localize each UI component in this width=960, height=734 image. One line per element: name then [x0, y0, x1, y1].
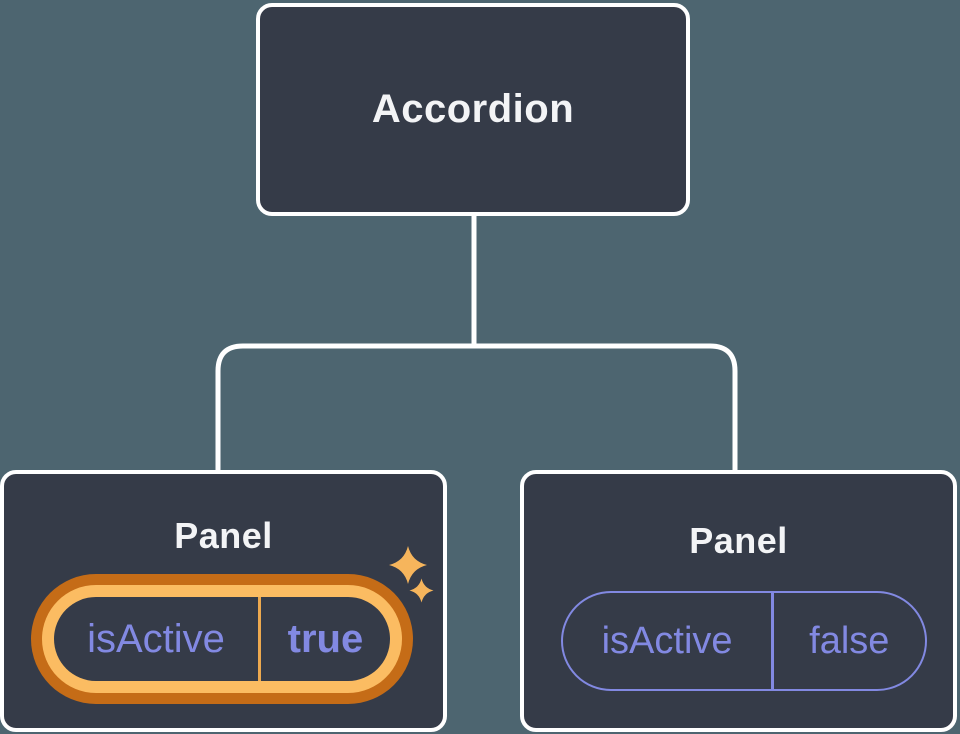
connector-bracket — [215, 343, 738, 472]
state-pill-active-body: isActive true — [54, 597, 390, 681]
state-value-label: false — [809, 619, 890, 662]
state-value-label: true — [287, 616, 364, 661]
pill-divider — [257, 597, 261, 681]
state-pill-inactive: isActive false — [561, 591, 927, 691]
state-key-label: isActive — [87, 616, 225, 661]
state-key-label: isActive — [601, 619, 733, 662]
state-pill-active-ring: isActive true — [42, 585, 402, 693]
panel-inactive-label: Panel — [689, 520, 788, 561]
accordion-node: Accordion — [256, 3, 690, 216]
panel-active-label: Panel — [174, 515, 273, 556]
panel-node-inactive: Panel isActive false — [520, 470, 957, 732]
accordion-label: Accordion — [371, 87, 575, 131]
pill-divider — [771, 593, 774, 689]
panel-node-active: Panel isActive true — [0, 470, 447, 732]
state-pill-active: isActive true — [31, 574, 413, 704]
sparkles-icon — [389, 546, 434, 603]
